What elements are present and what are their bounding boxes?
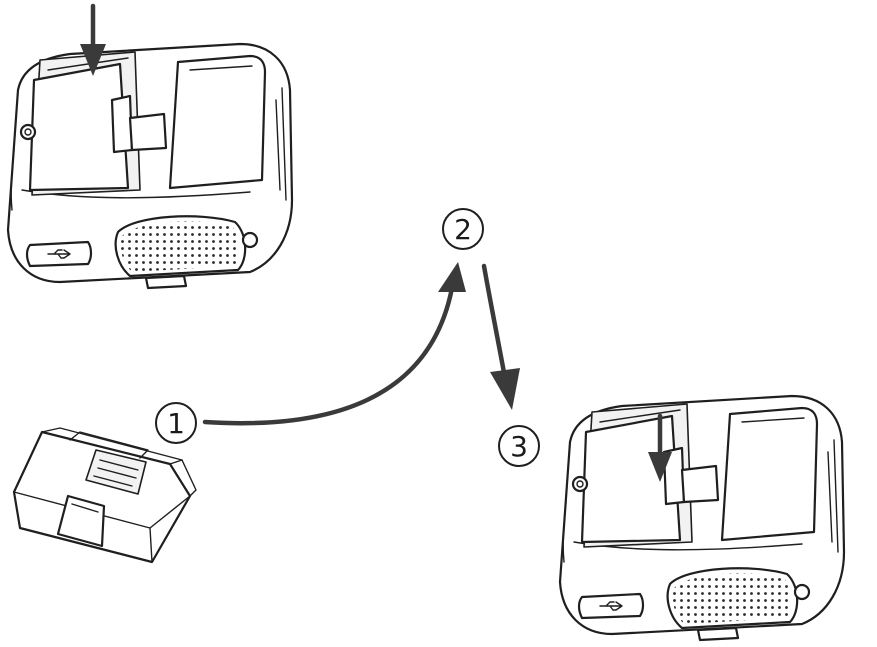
step-1-number: 1 xyxy=(167,407,185,440)
step-3-marker: 3 xyxy=(498,425,540,467)
insert-arrow-top xyxy=(80,3,106,76)
usb-icon xyxy=(47,249,71,259)
step-2-number: 2 xyxy=(454,213,472,246)
battery-pack-icon xyxy=(12,427,197,564)
insert-arrow-bottom xyxy=(648,413,672,482)
printer-top-left xyxy=(6,42,294,290)
step-3-number: 3 xyxy=(510,430,528,463)
step-1-marker: 1 xyxy=(155,402,197,444)
curve-arrow-1-to-2 xyxy=(202,262,466,426)
step-2-marker: 2 xyxy=(442,208,484,250)
usb-icon xyxy=(599,601,623,611)
printer-bottom-right xyxy=(558,394,846,642)
printer-icon xyxy=(558,394,846,642)
curve-arrow-2-to-3 xyxy=(481,263,520,410)
printer-icon xyxy=(6,42,294,290)
